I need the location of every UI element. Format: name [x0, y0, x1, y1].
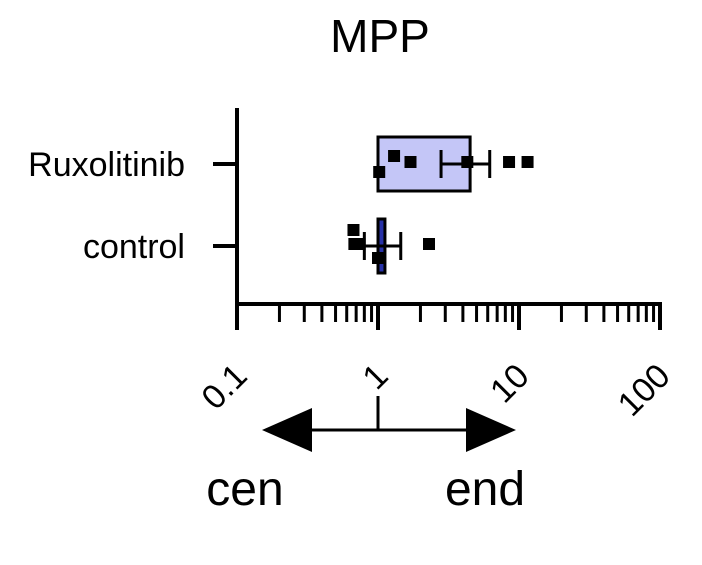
- chart-title: MPP: [330, 10, 430, 62]
- x-tick-label: 1: [355, 357, 395, 397]
- x-tick-label: 100: [611, 357, 678, 424]
- data-point: [521, 156, 534, 168]
- data-point: [404, 156, 417, 168]
- x-tick-label: 0.1: [194, 357, 254, 417]
- left-arrowhead: [262, 408, 312, 452]
- y-category-labels: Ruxolitinib control: [28, 146, 185, 266]
- direction-annotation: cen end: [206, 396, 525, 516]
- y-category-label: control: [83, 228, 185, 266]
- data-point: [347, 224, 360, 236]
- data-point: [372, 252, 384, 264]
- data-point: [423, 238, 436, 250]
- data-point: [388, 150, 401, 162]
- data-point: [503, 156, 516, 168]
- data-point: [461, 156, 474, 168]
- x-tick-labels: 0.1 1 10 100: [194, 357, 677, 424]
- bars: [362, 135, 492, 275]
- right-direction-label: end: [445, 463, 525, 516]
- axes: [213, 108, 662, 330]
- data-points: [347, 150, 534, 264]
- x-tick-label: 10: [483, 357, 537, 411]
- data-point: [373, 166, 386, 178]
- right-arrowhead: [466, 408, 516, 452]
- y-category-label: Ruxolitinib: [28, 146, 185, 184]
- data-point: [353, 238, 366, 250]
- left-direction-label: cen: [206, 463, 283, 516]
